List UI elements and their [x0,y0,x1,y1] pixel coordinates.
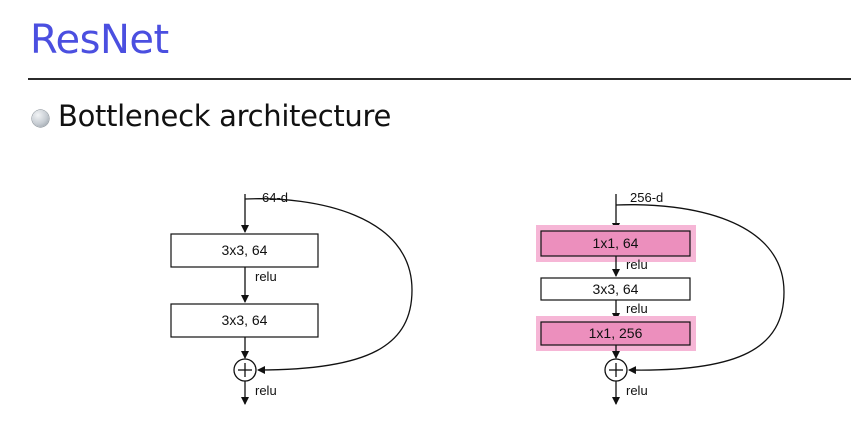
right-shortcut-arrow [615,204,785,375]
left-relu-label-1: relu [255,269,277,284]
right-relu-label-out: relu [626,383,648,398]
slide-title: ResNet [30,17,169,63]
left-relu-label-out: relu [255,383,277,398]
left-shortcut-arrow [244,198,413,374]
bottleneck-block: 256-d 1x1, 64 relu 3x3, 64 relu 1x1, 256… [536,190,785,405]
bullet-item: Bottleneck architecture [32,96,391,136]
left-layer-1-label: 3x3, 64 [222,242,268,258]
left-layer-1 [170,233,319,268]
bullet-text: Bottleneck architecture [58,99,392,133]
right-layer-1 [540,230,691,257]
left-layer-2-label: 3x3, 64 [222,312,268,328]
right-relu-label-1: relu [626,257,648,272]
left-input-label: 64-d [262,190,288,205]
right-layer-1-label: 1x1, 64 [593,235,639,251]
title-divider [28,78,851,80]
bullet-dot-icon [32,109,49,127]
right-input-label: 256-d [630,190,663,205]
basic-block: 64-d 3x3, 64 relu 3x3, 64 relu [170,190,413,405]
right-relu-label-2: relu [626,301,648,316]
right-layer-3-label: 1x1, 256 [589,325,643,341]
left-layer-2 [170,303,319,338]
right-layer-2-label: 3x3, 64 [593,281,639,297]
